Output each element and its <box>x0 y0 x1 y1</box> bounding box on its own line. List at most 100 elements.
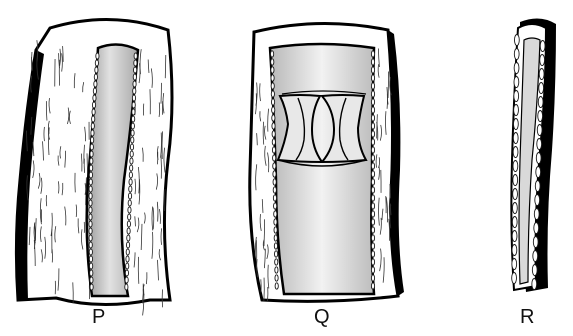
endothelial-cell <box>134 67 137 73</box>
endothelial-cell <box>371 283 374 289</box>
endothelial-cell <box>534 223 539 234</box>
endothelial-cell <box>127 221 130 227</box>
endothelial-cell <box>132 109 135 115</box>
endothelial-cell <box>89 221 92 227</box>
endothelial-cell <box>512 273 517 284</box>
endothelial-cell <box>371 219 374 225</box>
endothelial-cell <box>513 175 518 186</box>
label-p: P <box>92 306 105 328</box>
endothelial-cell <box>130 144 133 150</box>
endothelial-cell <box>535 181 540 192</box>
endothelial-cell <box>512 245 517 256</box>
endothelial-cell <box>133 74 136 80</box>
endothelial-cell <box>126 242 129 248</box>
endothelial-cell <box>538 97 543 108</box>
endothelial-cell <box>271 83 274 89</box>
endothelial-cell <box>126 263 129 269</box>
endothelial-cell <box>514 91 519 102</box>
endothelial-cell <box>514 49 519 60</box>
endothelial-cell <box>371 235 374 241</box>
endothelial-cell <box>536 153 541 164</box>
endothelial-cell <box>133 81 136 87</box>
endothelial-cell <box>371 195 374 201</box>
endothelial-cell <box>274 227 277 233</box>
endothelial-cell <box>95 67 98 73</box>
endothelial-cell <box>93 95 96 101</box>
wall-fiber <box>165 55 166 78</box>
endothelial-cell <box>371 107 374 113</box>
endothelial-cell <box>94 74 97 80</box>
endothelial-cell <box>90 151 93 157</box>
endothelial-cell <box>274 251 277 257</box>
endothelial-cell <box>513 133 518 144</box>
endothelial-cell <box>512 217 517 228</box>
endothelial-cell <box>371 99 374 105</box>
endothelial-cell <box>128 207 131 213</box>
endothelial-cell <box>273 171 276 177</box>
endothelial-cell <box>371 75 374 81</box>
endothelial-cell <box>514 35 519 46</box>
endothelial-cell <box>89 172 92 178</box>
endothelial-cell <box>128 200 131 206</box>
endothelial-cell <box>539 83 544 94</box>
endothelial-cell <box>89 256 92 262</box>
endothelial-cell <box>371 275 374 281</box>
endothelial-cell <box>274 219 277 225</box>
label-r: R <box>520 306 534 328</box>
endothelial-cell <box>90 165 93 171</box>
endothelial-cell <box>273 195 276 201</box>
endothelial-cell <box>538 111 543 122</box>
endothelial-cell <box>133 88 136 94</box>
endothelial-cell <box>513 147 518 158</box>
endothelial-cell <box>132 102 135 108</box>
endothelial-cell <box>274 243 277 249</box>
endothelial-cell <box>371 123 374 129</box>
endothelial-cell <box>131 130 134 136</box>
endothelial-cell <box>513 119 518 130</box>
endothelial-cell <box>274 211 277 217</box>
endothelial-cell <box>90 158 93 164</box>
endothelial-cell <box>371 115 374 121</box>
endothelial-cell <box>90 270 93 276</box>
endothelial-cell <box>90 144 93 150</box>
endothelial-cell <box>92 102 95 108</box>
endothelial-cell <box>275 275 278 281</box>
endothelial-cell <box>92 109 95 115</box>
endothelial-cell <box>540 41 545 52</box>
endothelial-cell <box>533 237 538 248</box>
endothelial-cell <box>132 95 135 101</box>
endothelial-cell <box>533 251 538 262</box>
endothelial-cell <box>371 83 374 89</box>
vessel-r-capillary <box>511 18 556 292</box>
endothelial-cell <box>272 123 275 129</box>
endothelial-cell <box>128 214 131 220</box>
endothelial-cell <box>540 55 545 66</box>
vessel-p-artery <box>16 19 172 315</box>
endothelial-cell <box>273 155 276 161</box>
endothelial-cell <box>274 203 277 209</box>
endothelial-cell <box>126 249 129 255</box>
endothelial-cell <box>532 265 537 276</box>
endothelial-cell <box>275 259 278 265</box>
endothelial-cell <box>92 116 95 122</box>
endothelial-cell <box>89 214 92 220</box>
endothelial-cell <box>271 59 274 65</box>
endothelial-cell <box>134 60 137 66</box>
endothelial-cell <box>95 60 98 66</box>
endothelial-cell <box>93 88 96 94</box>
vessel-q-vein <box>250 23 404 301</box>
endothelial-cell <box>371 147 374 153</box>
endothelial-cell <box>371 211 374 217</box>
endothelial-cell <box>271 99 274 105</box>
endothelial-cell <box>537 139 542 150</box>
endothelial-cell <box>273 163 276 169</box>
endothelial-cell <box>514 63 519 74</box>
endothelial-cell <box>513 189 518 200</box>
endothelial-cell <box>371 131 374 137</box>
endothelial-cell <box>134 53 137 59</box>
endothelial-cell <box>270 51 273 57</box>
endothelial-cell <box>371 51 374 57</box>
endothelial-cell <box>514 105 519 116</box>
endothelial-cell <box>272 131 275 137</box>
